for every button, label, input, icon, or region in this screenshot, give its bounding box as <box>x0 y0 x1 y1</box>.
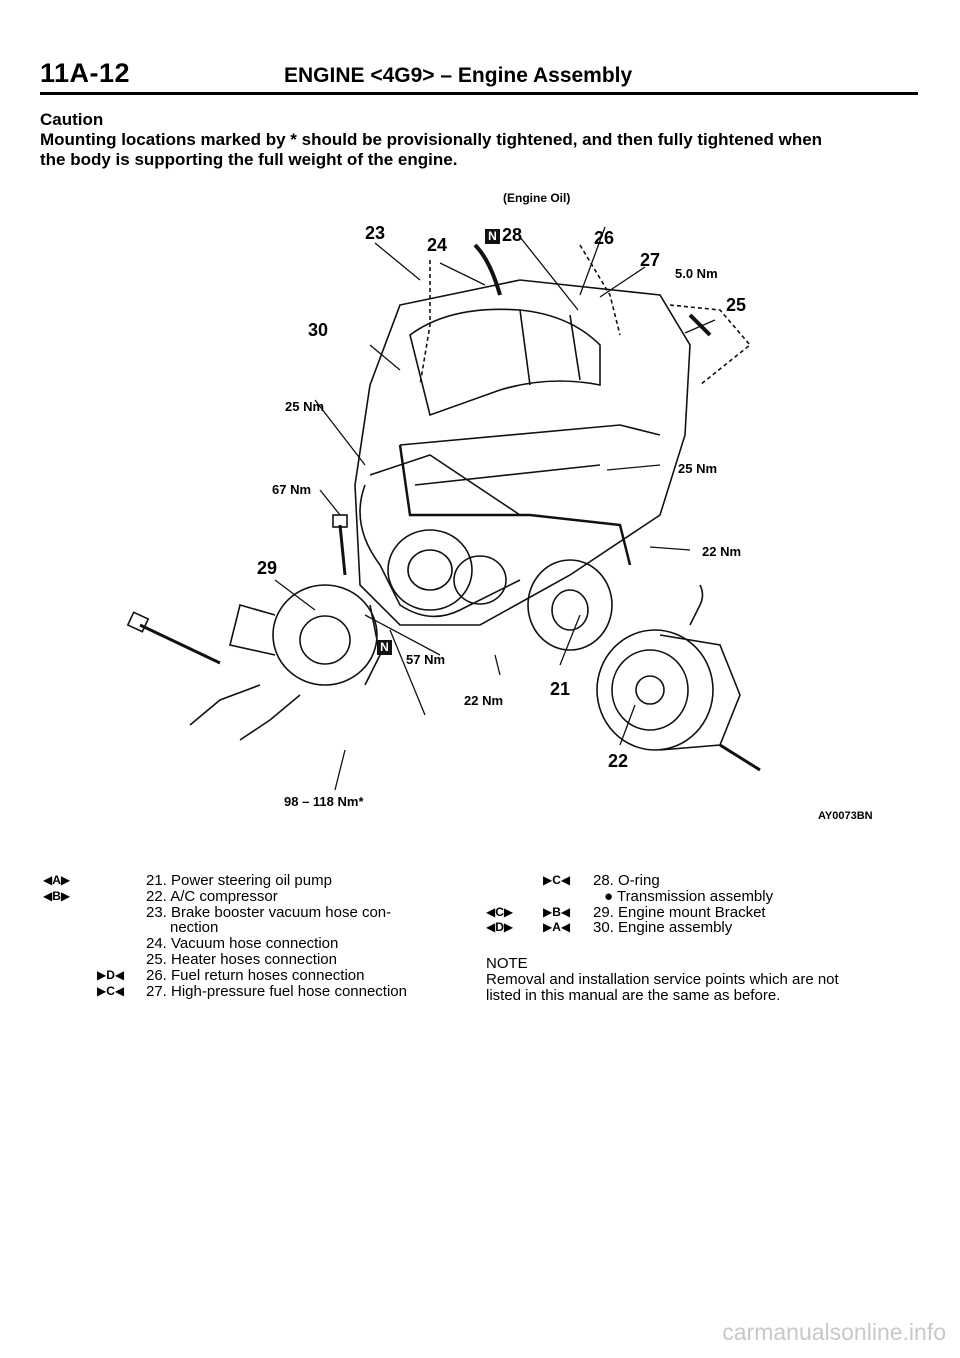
caution-line-2: the body is supporting the full weight o… <box>40 150 458 169</box>
list-item: ◀C▶ ▶B◀ 29. Engine mount Bracket <box>486 903 916 921</box>
service-marker: ▶C◀ <box>543 873 571 887</box>
part-text: 24. Vacuum hose connection <box>146 935 339 953</box>
part-text: 26. Fuel return hoses connection <box>146 966 365 984</box>
list-item: 23. Brake booster vacuum hose con- <box>40 903 460 921</box>
service-marker: ▶C◀ <box>97 983 125 998</box>
part-text: 29. Engine mount Bracket <box>593 903 766 921</box>
n-mark-28: N <box>485 229 500 244</box>
callout-28: 28 <box>502 225 523 245</box>
service-marker: ◀B▶ <box>43 888 71 903</box>
figure-code: AY0073BN <box>818 810 873 822</box>
engine-illustration <box>126 226 761 791</box>
engine-oil-label: (Engine Oil) <box>503 191 571 205</box>
watermark: carmanualsonline.info <box>722 1319 946 1345</box>
service-marker: ▶A◀ <box>543 920 571 935</box>
callout-29: 29 <box>257 558 278 578</box>
part-text: nection <box>170 919 219 937</box>
list-item: ▶C◀ 27. High-pressure fuel hose connectio… <box>40 982 460 1000</box>
caution-line-1: Mounting locations marked by * should be… <box>40 130 823 149</box>
part-text: 23. Brake booster vacuum hose con- <box>146 903 392 921</box>
list-item: nection <box>40 920 460 936</box>
torque-25nm-right: 25 Nm <box>678 461 718 476</box>
service-marker: ▶D◀ <box>97 967 125 982</box>
part-text: 30. Engine assembly <box>593 919 733 937</box>
list-item: ◀A▶ 21. Power steering oil pump <box>40 873 460 889</box>
callout-26: 26 <box>594 228 615 248</box>
list-item: 25. Heater hoses connection <box>40 952 460 968</box>
list-item: ◀B▶ 22. A/C compressor <box>40 887 460 905</box>
callout-21: 21 <box>550 679 571 699</box>
list-item: ▶D◀ 26. Fuel return hoses connection <box>40 966 460 984</box>
part-text: 25. Heater hoses connection <box>146 950 337 968</box>
caution-block: Caution Mounting locations marked by * s… <box>40 110 920 170</box>
list-item: ▶C◀ 28. O-ring <box>486 873 916 889</box>
callout-22: 22 <box>608 751 629 771</box>
n-mark-57nm: N <box>377 640 392 655</box>
callout-25: 25 <box>726 295 747 315</box>
torque-98-118nm: 98 – 118 Nm* <box>284 794 364 809</box>
service-marker: ◀A▶ <box>43 873 71 887</box>
page-title: ENGINE <4G9> – Engine Assembly <box>284 64 633 87</box>
list-item: ● Transmission assembly <box>486 887 916 905</box>
part-text: ● Transmission assembly <box>604 887 774 905</box>
note-block: NOTE Removal and installation service po… <box>486 956 906 1004</box>
torque-25nm-left: 25 Nm <box>285 399 325 414</box>
service-marker: ▶B◀ <box>543 904 571 919</box>
caution-heading: Caution <box>40 110 104 129</box>
part-text: 22. A/C compressor <box>146 887 278 905</box>
callout-23: 23 <box>365 223 386 243</box>
torque-57nm: 57 Nm <box>406 652 446 667</box>
note-heading: NOTE <box>486 955 528 972</box>
service-marker: ◀D▶ <box>486 920 514 935</box>
torque-67nm: 67 Nm <box>272 482 312 497</box>
list-item: 24. Vacuum hose connection <box>40 936 460 952</box>
list-item: ◀D▶ ▶A◀ 30. Engine assembly <box>486 920 916 936</box>
parts-list-right: ▶C◀ 28. O-ring ● Transmission assembly ◀C… <box>486 873 916 936</box>
page-header: 11A-12 ENGINE <4G9> – Engine Assembly <box>40 58 918 95</box>
part-text: 28. O-ring <box>593 872 660 889</box>
page-number: 11A-12 <box>40 58 131 88</box>
callout-27: 27 <box>640 250 661 270</box>
torque-5nm: 5.0 Nm <box>675 266 718 281</box>
engine-assembly-diagram: (Engine Oil) 23 24 N 28 26 27 5.0 Nm 25 … <box>100 185 900 825</box>
part-text: 21. Power steering oil pump <box>146 872 332 889</box>
torque-22nm-bottom: 22 Nm <box>464 693 504 708</box>
note-line-2: listed in this manual are the same as be… <box>486 987 781 1004</box>
note-line-1: Removal and installation service points … <box>486 971 839 988</box>
service-marker: ◀C▶ <box>486 904 514 919</box>
torque-22nm-right: 22 Nm <box>702 544 742 559</box>
callout-24: 24 <box>427 235 448 255</box>
part-text: 27. High-pressure fuel hose connection <box>146 982 407 1000</box>
callout-30: 30 <box>308 320 329 340</box>
parts-list-left: ◀A▶ 21. Power steering oil pump ◀B▶ 22. A/… <box>40 873 460 999</box>
